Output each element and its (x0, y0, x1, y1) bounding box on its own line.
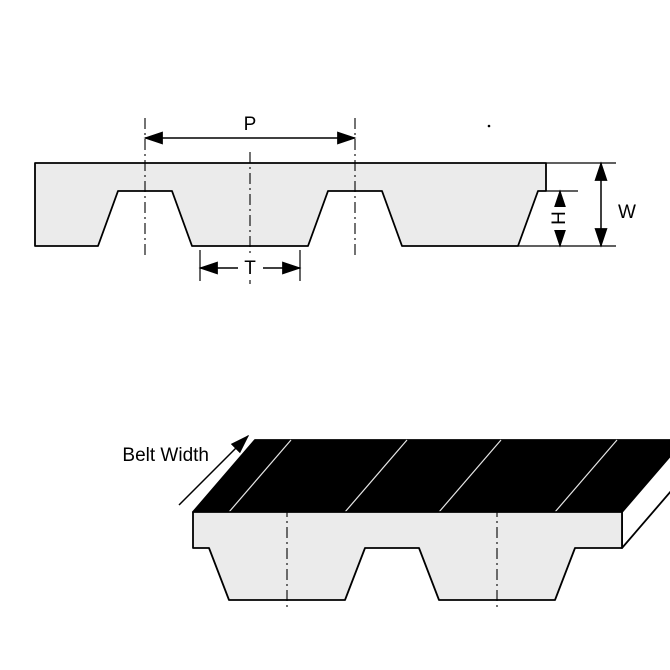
thickness-dimension: W (546, 161, 636, 248)
top-face-seam-line (228, 439, 292, 513)
top-face-seam-line (344, 439, 408, 513)
tooth-width-dimension: T (198, 250, 302, 281)
thickness-label: W (618, 202, 636, 223)
top-face-seam-line (554, 439, 618, 513)
belt-profile (34, 162, 547, 247)
height-label-bg (550, 207, 570, 230)
tooth-width-label: T (244, 258, 256, 279)
pitch-label: P (244, 114, 257, 135)
tooth-width-label-bg (238, 256, 263, 280)
belt-top-face (192, 439, 670, 513)
belt-width-label: Belt Width (122, 445, 209, 466)
belt-width-arrow (178, 434, 250, 506)
top-face-seam-line (438, 439, 502, 513)
pitch-dimension: P (143, 114, 357, 145)
isometric-view: Belt Width (122, 434, 670, 607)
height-label: H (549, 211, 570, 225)
stray-mark (487, 124, 491, 128)
cross-section-view: P T H W (34, 114, 636, 284)
belt-front-profile (192, 511, 623, 601)
